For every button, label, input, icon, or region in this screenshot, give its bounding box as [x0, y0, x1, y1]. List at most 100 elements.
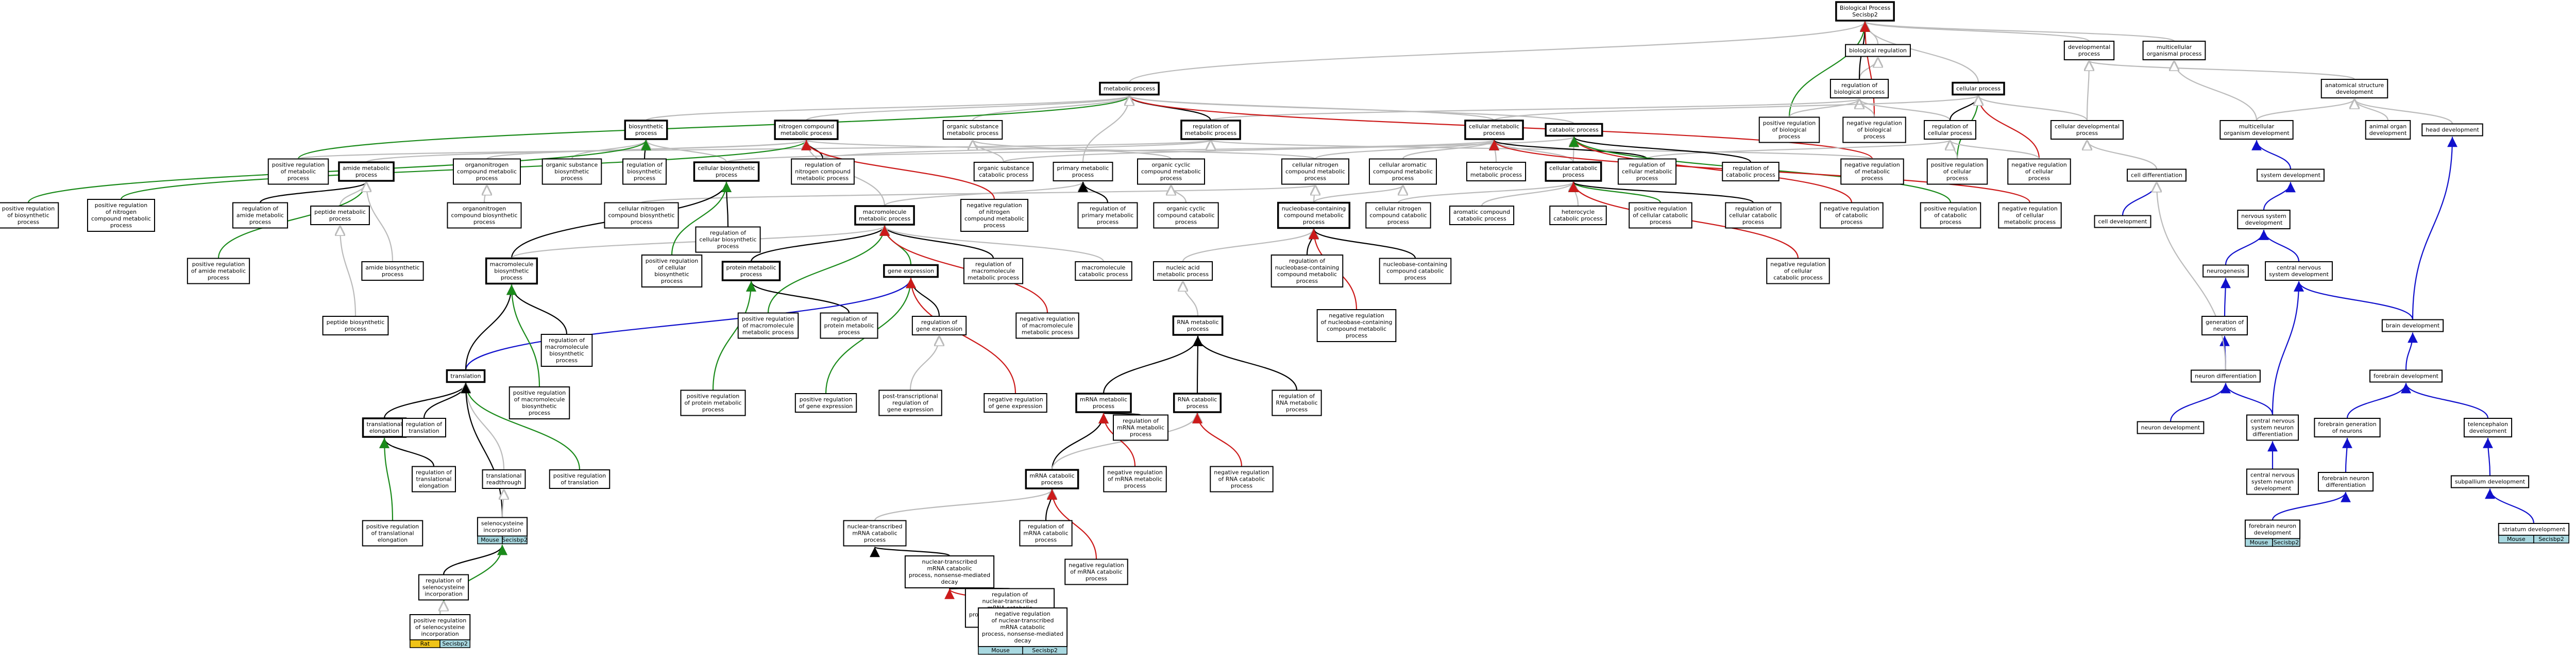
go-term-node-neurondiff[interactable]: neuron differentiation [2191, 369, 2261, 383]
go-term-node-catab[interactable]: catabolic process [1545, 123, 1603, 137]
go-term-node-cellproc[interactable]: cellular process [1952, 81, 2005, 96]
go-term-node-biolreg[interactable]: biological regulation [1845, 44, 1911, 57]
go-term-node-celldev2[interactable]: cell development [2094, 215, 2151, 228]
go-term-node-forebraindev[interactable]: forebrain development [2369, 369, 2443, 383]
go-term-node-celldiff[interactable]: cell differentiation [2126, 168, 2187, 182]
go-term-node-braindev[interactable]: brain development [2381, 319, 2444, 332]
go-term-node-neurondev[interactable]: neuron development [2137, 421, 2205, 434]
go-term-node-systemdev[interactable]: system development [2257, 168, 2325, 182]
go-term-node-translation[interactable]: translation [446, 369, 486, 383]
go-term-node-subpallium[interactable]: subpallium development [2450, 475, 2530, 488]
go-term-node-regnucleo[interactable]: regulation ofnucleobase-containingcompou… [1270, 255, 1344, 287]
